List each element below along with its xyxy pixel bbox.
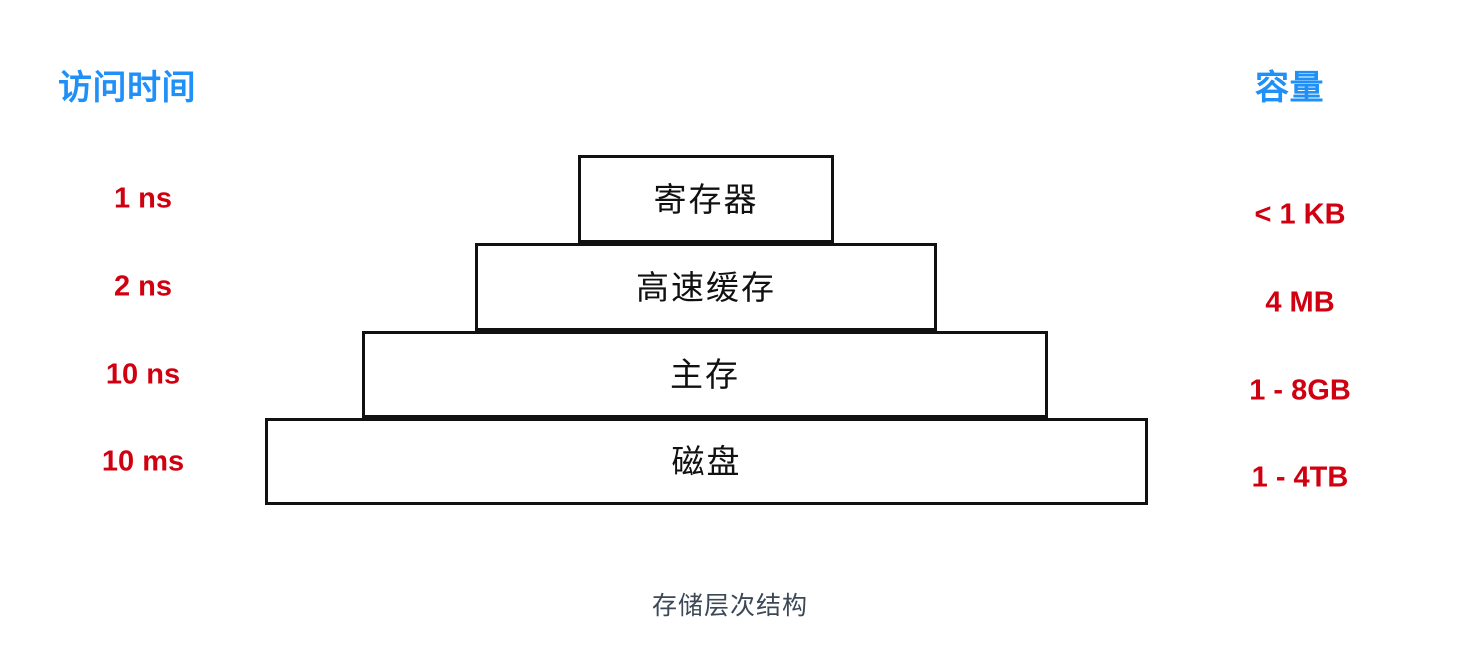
pyramid-level-label: 主存 bbox=[670, 356, 740, 393]
pyramid-level-3: 主存 bbox=[362, 331, 1048, 418]
pyramid-level-4: 磁盘 bbox=[265, 418, 1148, 505]
pyramid-level-1: 寄存器 bbox=[578, 155, 834, 243]
access-time-value: 10 ns bbox=[105, 358, 181, 390]
capacity-value: 4 MB bbox=[1265, 286, 1335, 319]
column-header-capacity: 容量 bbox=[1255, 69, 1324, 107]
pyramid-level-2: 高速缓存 bbox=[475, 243, 937, 331]
capacity-value: 1 - 8GB bbox=[1249, 374, 1351, 406]
capacity-value: < 1 KB bbox=[1254, 198, 1346, 231]
pyramid-level-label: 寄存器 bbox=[653, 180, 759, 218]
access-time-value: 2 ns bbox=[113, 270, 173, 303]
pyramid-level-label: 高速缓存 bbox=[636, 268, 776, 306]
column-header-access-time: 访问时间 bbox=[58, 69, 196, 107]
pyramid-level-label: 磁盘 bbox=[671, 443, 742, 480]
access-time-value: 10 ms bbox=[101, 445, 185, 477]
capacity-value: 1 - 4TB bbox=[1251, 461, 1349, 493]
figure-caption: 存储层次结构 bbox=[651, 592, 808, 620]
access-time-value: 1 ns bbox=[113, 182, 173, 215]
